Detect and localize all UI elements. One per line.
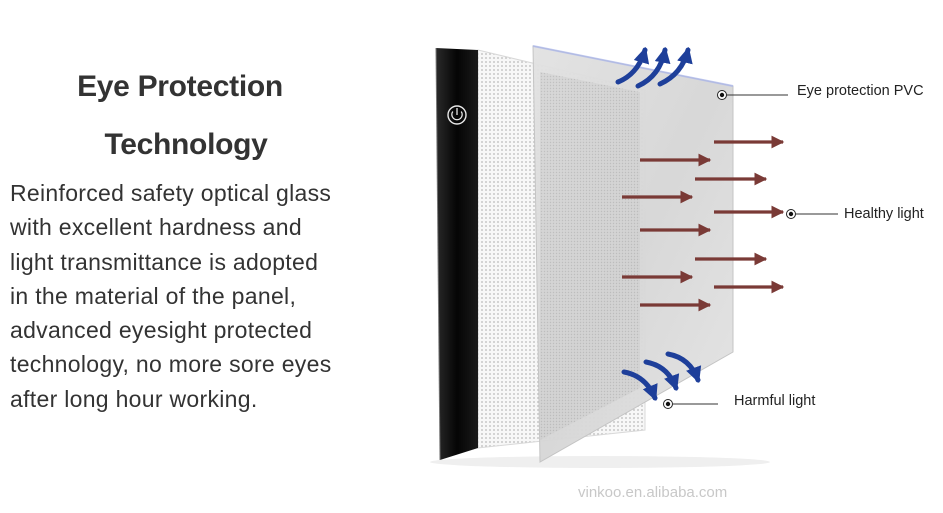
- panel-frame: [436, 48, 478, 460]
- feature-title-line2: Technology: [104, 128, 268, 161]
- description-line: advanced eyesight protected: [10, 317, 313, 344]
- panel-frame-highlight: [435, 47, 441, 461]
- description-line: technology, no more sore eyes: [10, 351, 332, 378]
- pvc-sheet-top-glow: [532, 45, 734, 87]
- power-icon: [447, 105, 467, 125]
- harmful-arrow-up: [635, 46, 671, 89]
- feature-description: Reinforced safety optical glass with exc…: [10, 176, 390, 416]
- harmful-callout-dot-center: [665, 401, 671, 407]
- description-line: in the material of the panel,: [10, 282, 297, 309]
- harmful-arrow-down: [621, 369, 658, 401]
- healthy-light-arrows: [622, 135, 785, 312]
- healthy-light-callout-label: Healthy light: [844, 206, 924, 222]
- harmful-arrow-down: [643, 359, 680, 392]
- pvc-callout-label: Eye protection PVC: [797, 83, 924, 99]
- callout-leaders: [663, 90, 838, 409]
- harmful-arrow-up: [615, 46, 650, 85]
- description-line: with excellent hardness and: [10, 214, 302, 241]
- feature-title-line1: Eye Protection: [77, 70, 283, 103]
- panel-shadow: [430, 456, 770, 468]
- harmful-arrow-up: [657, 46, 693, 87]
- description-line: after long hour working.: [10, 385, 258, 412]
- harmful-arrow-down: [665, 351, 702, 384]
- harmful-light-up-arrows: [615, 46, 693, 89]
- description-line: light transmittance is adopted: [10, 248, 319, 275]
- pvc-dotted-overlay: [540, 72, 640, 440]
- harmful-light-down-arrows: [621, 351, 702, 401]
- watermark: vinkoo.en.alibaba.com: [578, 484, 728, 501]
- description-line: Reinforced safety optical glass: [10, 180, 332, 206]
- healthy-callout-dot-center: [788, 211, 794, 217]
- pvc-callout-dot-center: [719, 92, 725, 98]
- harmful-light-callout-label: Harmful light: [734, 393, 816, 409]
